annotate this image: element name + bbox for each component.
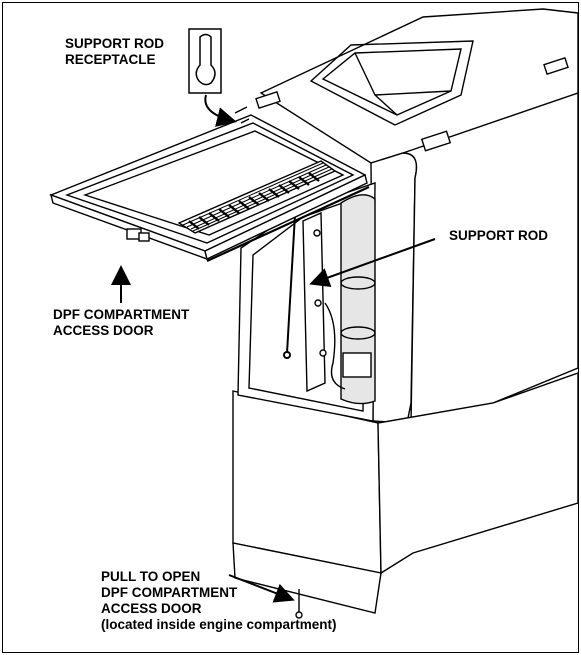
label-dpf-compartment-door: DPF COMPARTMENT ACCESS DOOR [53, 307, 190, 338]
handles [255, 56, 569, 152]
arrow-pull-pin [228, 574, 295, 603]
callout-arrows [111, 94, 436, 603]
compartment-interior [237, 182, 376, 422]
label-support-rod-receptacle: SUPPORT ROD RECEPTACLE [65, 36, 165, 67]
support-rod-shape [283, 214, 296, 359]
label-support-rod: SUPPORT ROD [449, 228, 549, 243]
arrow-receptacle [204, 94, 237, 127]
top-opening [309, 40, 474, 126]
arrow-support-rod [309, 238, 436, 287]
dpf-access-door [49, 106, 370, 263]
pull-pin-shape [295, 589, 303, 619]
machine-body [232, 8, 578, 614]
label-pull-to-open: PULL TO OPEN DPF COMPARTMENT ACCESS DOOR… [101, 569, 337, 632]
receptacle-callout-box [188, 28, 222, 94]
machine-illustration [49, 8, 578, 619]
